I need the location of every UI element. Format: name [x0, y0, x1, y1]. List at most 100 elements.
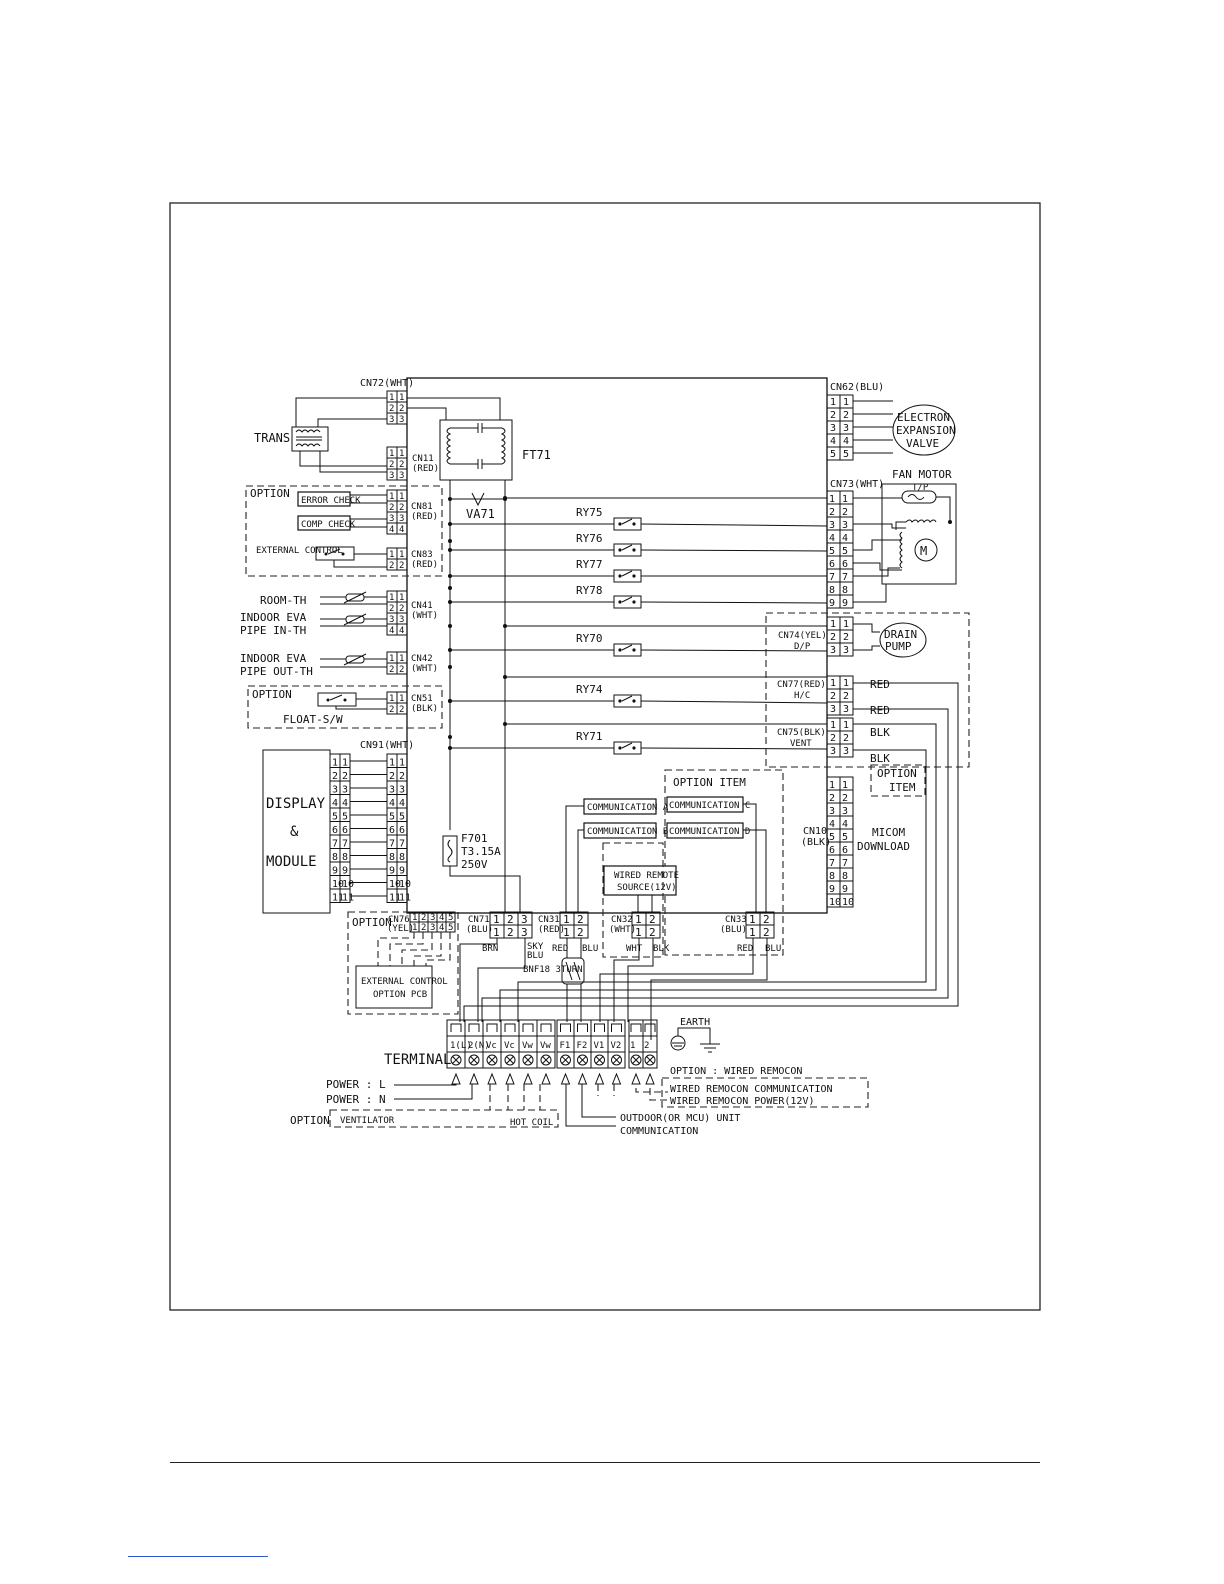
svg-text:2: 2 [399, 561, 404, 571]
svg-text:5: 5 [342, 812, 348, 823]
fan-motor-box [881, 483, 957, 585]
comp-check-label: COMP CHECK [301, 520, 356, 530]
svg-text:2: 2 [842, 507, 848, 518]
svg-text:4: 4 [843, 436, 849, 447]
svg-text:3: 3 [843, 423, 849, 434]
svg-text:9: 9 [399, 866, 405, 877]
svg-text:6: 6 [332, 825, 338, 836]
cn77-label: CN77(RED) [777, 680, 826, 690]
svg-text:9: 9 [332, 866, 338, 877]
cn83-color: (RED) [411, 560, 438, 570]
cn71-label: CN71 [468, 915, 490, 925]
svg-text:2: 2 [389, 404, 394, 414]
svg-text:3: 3 [843, 704, 849, 715]
main-terminal-1: 1(L) [450, 1041, 472, 1051]
svg-text:6: 6 [342, 825, 348, 836]
svg-text:3: 3 [830, 423, 836, 434]
cn77-sub: H/C [794, 691, 810, 701]
cn33-label: CN33 [725, 915, 747, 925]
wired-terminal-1: 1 [630, 1041, 635, 1051]
ft71-label: FT71 [522, 448, 551, 462]
option-group-ext [347, 911, 459, 1015]
svg-text:5: 5 [389, 812, 395, 823]
svg-text:8: 8 [332, 852, 338, 863]
eva-out-thermistor [343, 653, 367, 666]
svg-text:2: 2 [389, 561, 394, 571]
trans-label: TRANS [254, 431, 290, 445]
svg-text:9: 9 [829, 884, 835, 895]
external-control-label: EXTERNAL CONTROL [256, 546, 343, 556]
va71-varistor [448, 492, 507, 507]
svg-text:4: 4 [332, 798, 338, 809]
svg-text:2: 2 [389, 771, 395, 782]
svg-text:10: 10 [829, 897, 841, 908]
cn75-sub: VENT [790, 739, 812, 749]
comm-terminal-4: V2 [611, 1041, 622, 1051]
svg-text:2: 2 [830, 632, 836, 643]
relay-label-ry78: RY78 [576, 584, 603, 597]
svg-text:2: 2 [843, 691, 849, 702]
electron-expansion-valve [892, 404, 956, 456]
cn74-label: CN74(YEL) [778, 631, 827, 641]
main-terminal-4: Vc [504, 1041, 515, 1051]
wire-blk-1: BLK [870, 726, 890, 739]
svg-text:3: 3 [430, 923, 435, 933]
svg-text:2: 2 [763, 913, 770, 926]
micom-label-2: DOWNLOAD [857, 840, 910, 853]
svg-text:5: 5 [399, 812, 405, 823]
external-control-pcb [355, 965, 433, 1009]
relay-ry74: RY74 [448, 683, 828, 708]
svg-text:11: 11 [342, 893, 354, 904]
svg-text:1: 1 [332, 758, 338, 769]
f701-fuse [442, 835, 458, 867]
svg-text:1: 1 [342, 758, 348, 769]
svg-text:1: 1 [842, 494, 848, 505]
main-terminal-3: Vc [486, 1041, 497, 1051]
tp-label: T/P [912, 483, 929, 493]
cn74-sub: D/P [794, 642, 811, 652]
comm-terminal-2: F2 [577, 1041, 588, 1051]
wired-remote-label-2: SOURCE(12V) [617, 883, 677, 893]
communication-b-label: COMMUNICATION B [587, 827, 668, 837]
eev-label-1: ELECTRON [897, 411, 950, 424]
svg-text:1: 1 [412, 913, 417, 923]
svg-text:1: 1 [389, 449, 394, 459]
svg-text:3: 3 [830, 645, 836, 656]
svg-text:2: 2 [577, 926, 584, 939]
svg-text:3: 3 [389, 615, 394, 625]
cn62-label: CN62(BLU) [830, 382, 884, 393]
communication-c-label: COMMUNICATION C [669, 801, 750, 811]
wired-remote-label-1: WIRED REMOTE [614, 871, 679, 881]
svg-text:6: 6 [842, 559, 848, 570]
fan-motor-label: FAN MOTOR [892, 468, 952, 481]
svg-text:3: 3 [389, 514, 394, 524]
wire-blu-cn31: BLU [582, 944, 598, 954]
svg-text:2: 2 [421, 913, 426, 923]
svg-text:2: 2 [577, 913, 584, 926]
svg-text:1: 1 [830, 720, 836, 731]
svg-text:3: 3 [389, 415, 394, 425]
svg-text:8: 8 [399, 852, 405, 863]
svg-text:7: 7 [842, 858, 848, 869]
svg-text:3: 3 [829, 806, 835, 817]
cn10-color: (BLK) [801, 837, 831, 848]
ventilator-label: VENTILATOR [340, 1116, 395, 1126]
error-check-label: ERROR CHECK [301, 496, 361, 506]
eva-in-thermistor [343, 613, 367, 626]
svg-text:1: 1 [399, 492, 404, 502]
fuse-label-3: 250V [461, 858, 488, 871]
svg-text:1: 1 [389, 694, 394, 704]
svg-text:1: 1 [389, 654, 394, 664]
eva-out-label-1: INDOOR EVA [240, 652, 307, 665]
svg-text:1: 1 [389, 593, 394, 603]
svg-text:3: 3 [830, 746, 836, 757]
error-check-box [297, 491, 351, 507]
svg-text:3: 3 [399, 514, 404, 524]
svg-text:11: 11 [389, 893, 401, 904]
svg-text:6: 6 [389, 825, 395, 836]
svg-text:4: 4 [399, 525, 404, 535]
